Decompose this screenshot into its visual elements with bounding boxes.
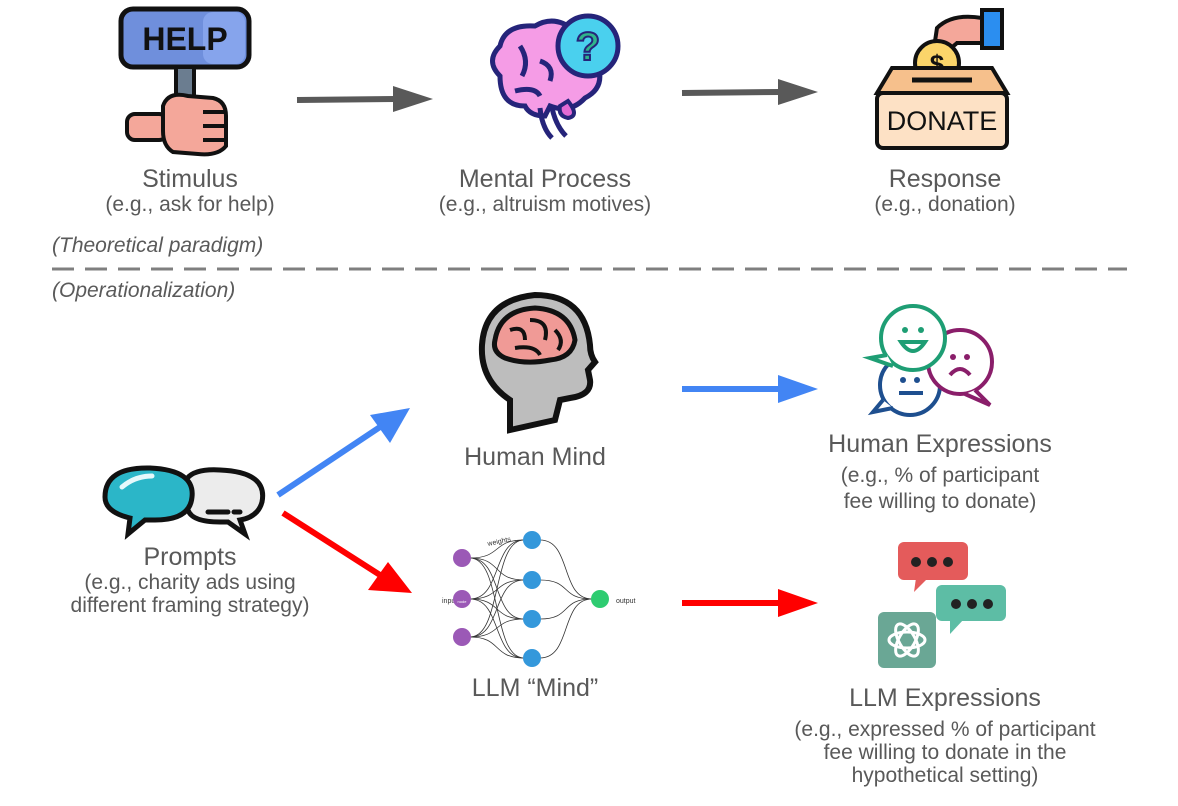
neural-network-icon: inputs weights node output <box>442 531 636 667</box>
emotion-faces-icon <box>862 304 994 417</box>
nn-edge <box>469 539 525 559</box>
prompts-title: Prompts <box>143 543 237 571</box>
nn-edge <box>539 598 593 659</box>
arrow-stimulus-to-mental <box>296 86 433 112</box>
prompts-label: Prompts (e.g., charity ads using differe… <box>40 543 340 617</box>
nn-node-label: node <box>458 599 468 604</box>
arrow-prompts-to-human-mind <box>276 408 410 498</box>
llm-expressions-example-line-3: hypothetical setting) <box>851 764 1039 787</box>
prompts-example-line-1: (e.g., charity ads using <box>84 571 296 594</box>
arrow-llm-mind-to-expressions <box>682 589 818 617</box>
nn-input-node <box>453 590 471 608</box>
nn-edge <box>469 579 525 638</box>
section-label-operational: (Operationalization) <box>52 279 236 302</box>
stimulus-example: (e.g., ask for help) <box>105 193 275 216</box>
nn-edge <box>469 618 525 638</box>
nn-edge <box>469 539 525 638</box>
question-mark-glyph: ? <box>576 25 600 69</box>
human-expressions-example-line-1: (e.g., % of participant <box>840 464 1040 487</box>
mental-process-title: Mental Process <box>458 165 632 193</box>
help-sign-icon: HELP <box>118 6 252 157</box>
nn-hidden-node <box>523 649 541 667</box>
brain-question-icon: ? <box>490 13 621 140</box>
arrow-human-mind-to-expressions <box>682 375 818 403</box>
section-label-theoretical: (Theoretical paradigm) <box>52 234 264 257</box>
llm-expressions-label: LLM Expressions (e.g., expressed % of pa… <box>760 684 1130 787</box>
human-expressions-title: Human Expressions <box>828 430 1052 458</box>
nn-input-node <box>453 549 471 567</box>
nn-weights-label: weights <box>486 536 512 548</box>
nn-inputs-label: inputs <box>442 598 461 605</box>
nn-input-node <box>453 628 471 646</box>
response-title: Response <box>888 165 1002 193</box>
arrow-prompts-to-llm-mind <box>281 510 412 593</box>
nn-edge <box>539 539 593 600</box>
donate-box-text: DONATE <box>887 106 998 136</box>
nn-edge <box>539 598 593 620</box>
llm-expressions-example-line-1: (e.g., expressed % of participant <box>794 718 1096 741</box>
human-head-brain-icon <box>478 291 599 434</box>
divider-dashed-line <box>52 267 1127 271</box>
response-example: (e.g., donation) <box>874 193 1016 216</box>
nn-edge <box>469 636 525 659</box>
arrow-mental-to-response <box>681 79 818 105</box>
human-mind-title: Human Mind <box>464 443 606 471</box>
nn-edge <box>539 579 593 600</box>
mental-process-example: (e.g., altruism motives) <box>438 193 652 216</box>
llm-expressions-title: LLM Expressions <box>849 684 1041 712</box>
help-sign-text: HELP <box>142 21 227 57</box>
donation-box-icon: $ DONATE <box>873 8 1011 150</box>
nn-hidden-node <box>523 571 541 589</box>
human-expressions-example-line-2: fee willing to donate) <box>843 490 1037 513</box>
nn-hidden-node <box>523 531 541 549</box>
llm-mind-title: LLM “Mind” <box>471 674 599 702</box>
nn-hidden-node <box>523 610 541 628</box>
response-label: Response (e.g., donation) <box>815 165 1075 216</box>
mental-process-label: Mental Process (e.g., altruism motives) <box>400 165 690 216</box>
nn-output-label: output <box>616 598 636 605</box>
nn-edge <box>469 539 525 600</box>
human-expressions-label: Human Expressions (e.g., % of participan… <box>790 430 1090 513</box>
nn-output-node <box>591 590 609 608</box>
prompts-example-line-2: different framing strategy) <box>70 594 310 617</box>
stimulus-title: Stimulus <box>142 165 238 193</box>
speech-bubbles-icon <box>102 465 266 541</box>
stimulus-label: Stimulus (e.g., ask for help) <box>60 165 320 216</box>
chatgpt-chat-icon <box>878 542 1006 668</box>
llm-expressions-example-line-2: fee willing to donate in the <box>823 741 1067 764</box>
